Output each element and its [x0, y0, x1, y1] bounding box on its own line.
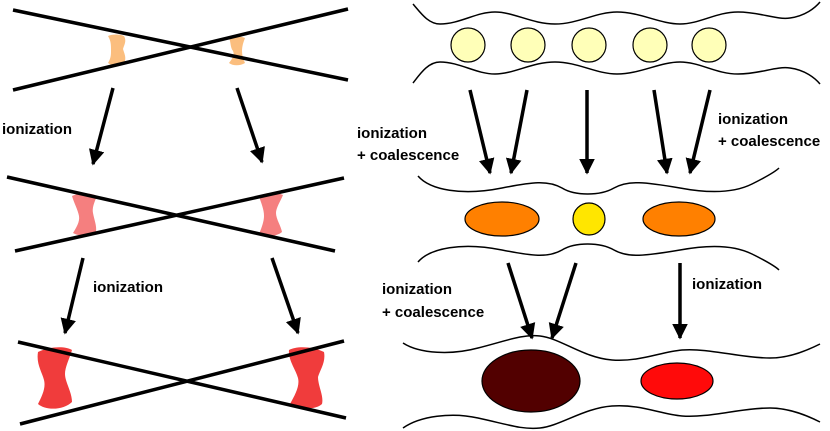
left-stage2-line-a [6, 175, 336, 253]
right-stage1-bubble-2 [510, 27, 546, 63]
right-stage-1 [412, 1, 821, 85]
left-arrow-1a [88, 87, 115, 166]
right-arrow-2b [548, 262, 578, 340]
right-stage-3 [402, 334, 821, 430]
right-ion-coal-label-3-line1: ionization [382, 281, 452, 298]
left-stage1-line-a [12, 8, 349, 82]
left-stage3-line-a [17, 340, 347, 420]
left-stage2-droplet-left [72, 193, 97, 236]
left-ionization-label-2: ionization [93, 279, 163, 296]
left-stage1-line-b [12, 7, 349, 92]
right-stage3-tube-bottom [402, 405, 821, 430]
right-ionization-label: ionization [692, 276, 762, 293]
right-ion-coal-label-1-line2: + coalescence [357, 147, 459, 164]
right-stage1-bubble-3 [571, 27, 607, 63]
left-stage-3 [17, 339, 347, 426]
left-arrow-2a [60, 257, 85, 335]
right-stage2-bubble-orange-left [464, 201, 540, 237]
right-arrow-1a [468, 89, 495, 175]
right-arrow-1b [505, 89, 529, 175]
right-stage1-tube-bottom [412, 61, 821, 85]
left-stage1-droplet-right [229, 36, 245, 66]
left-stage3-droplet-left [37, 347, 72, 409]
left-stage2-line-b [14, 176, 345, 253]
right-ion-coal-label-1-line1: ionization [357, 125, 427, 142]
right-stage2-tube-top [417, 167, 780, 195]
right-ion-coal-label-2-line2: + coalescence [718, 133, 820, 150]
right-stage-2 [417, 167, 780, 271]
right-stage1-tube-top [412, 1, 821, 25]
left-stage-1 [12, 7, 349, 92]
right-stage1-bubble-4 [632, 27, 668, 63]
right-panel: ionization + coalescence ionization + co… [357, 1, 821, 430]
right-arrow-1d [652, 89, 673, 175]
left-stage-2 [6, 175, 345, 253]
left-panel: ionization ionization [2, 7, 349, 426]
right-stage3-bubble-dark [481, 349, 581, 413]
right-stage2-bubble-yellow [572, 202, 606, 236]
right-stage2-bubble-orange-right [642, 201, 716, 237]
right-stage3-bubble-red [640, 362, 714, 400]
right-stage2-tube-bottom [417, 243, 780, 271]
left-stage2-droplet-right [259, 192, 283, 237]
left-arrow-2b [270, 257, 301, 335]
right-ion-coal-label-3-line2: + coalescence [382, 304, 484, 321]
left-arrow-1b [235, 87, 265, 164]
left-stage3-line-b [19, 339, 345, 426]
left-ionization-label-1: ionization [2, 121, 72, 138]
right-stage3-tube-top [402, 334, 821, 361]
right-arrow-1e [685, 89, 712, 175]
right-arrow-2a [506, 262, 536, 340]
right-ion-coal-label-2-line1: ionization [718, 111, 788, 128]
right-stage1-bubble-1 [450, 27, 486, 63]
right-stage1-bubble-5 [691, 27, 727, 63]
left-stage3-droplet-right [288, 347, 325, 409]
left-stage1-droplet-left [108, 34, 126, 66]
